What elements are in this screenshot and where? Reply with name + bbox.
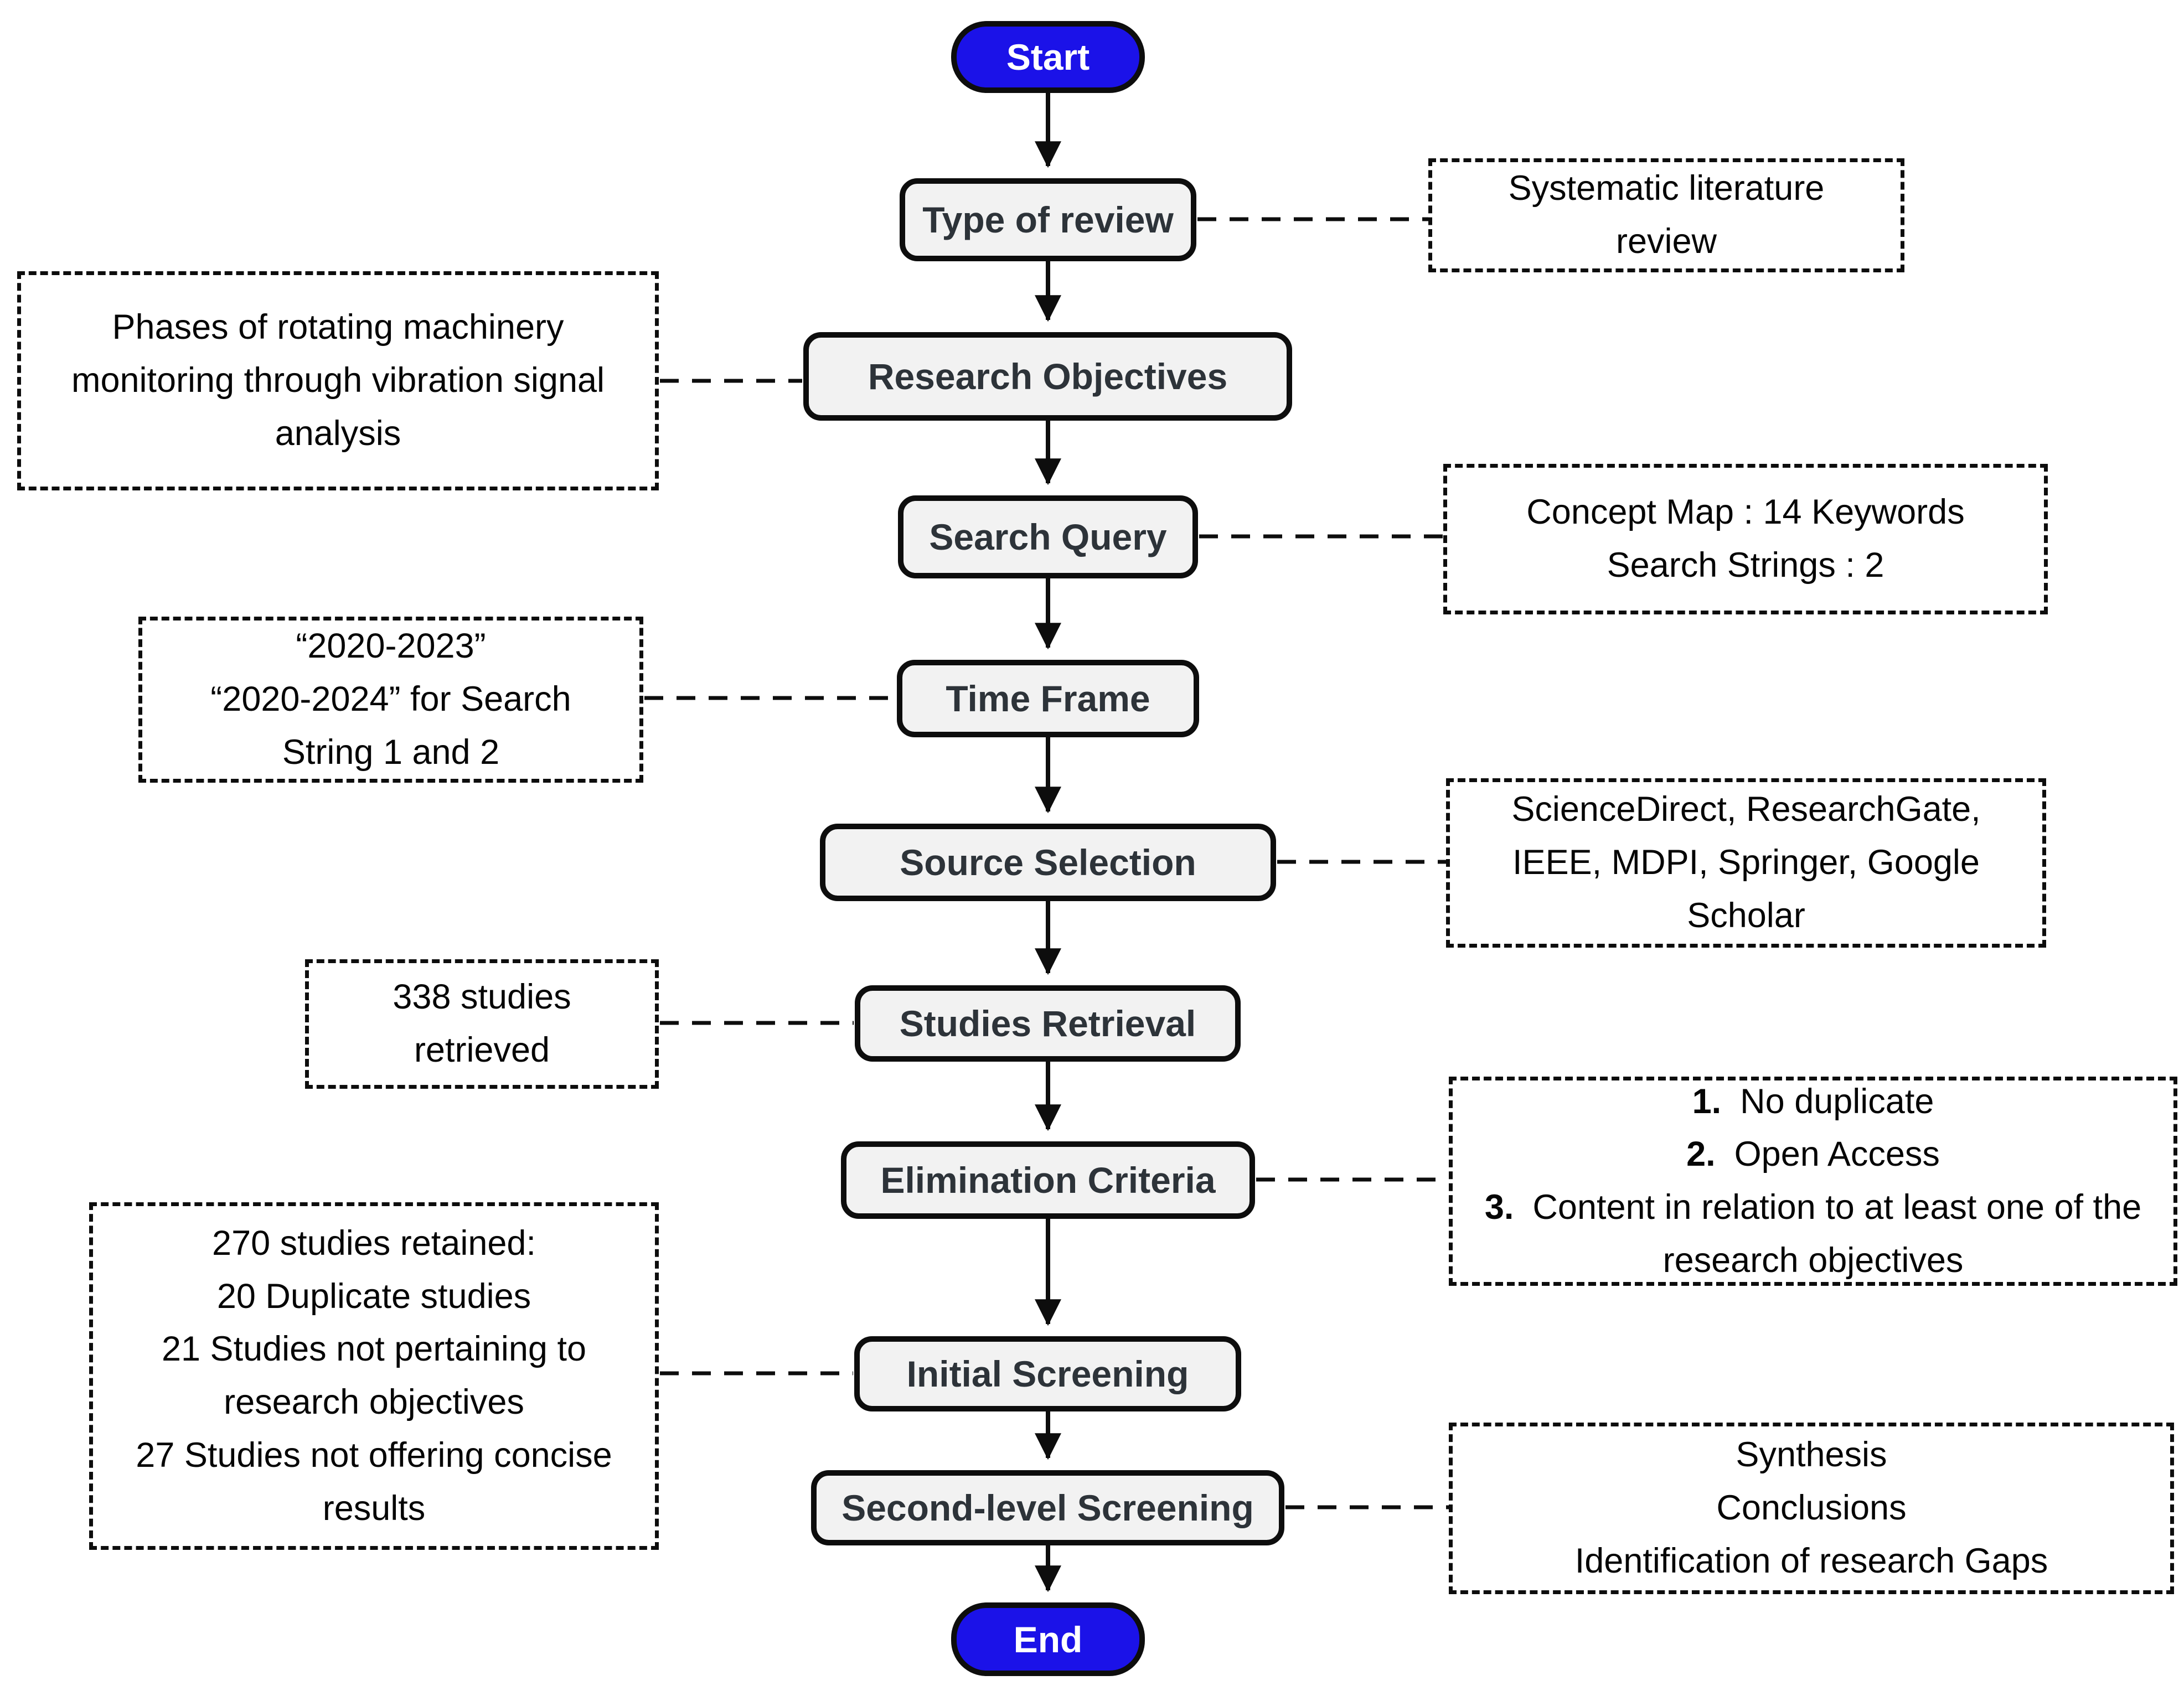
node-second-level-screening: Second-level Screening <box>811 1470 1284 1545</box>
note-list-item: 1. No duplicate <box>1692 1075 1934 1129</box>
note-elimination-criteria: 1. No duplicate 2. Open Access 3. Content i… <box>1449 1077 2177 1286</box>
list-number: 1. <box>1692 1082 1722 1121</box>
node-search-query: Search Query <box>898 495 1198 578</box>
list-text: No duplicate <box>1740 1082 1934 1121</box>
node-studies-retrieval: Studies Retrieval <box>855 985 1241 1062</box>
node-source-selection: Source Selection <box>820 824 1276 901</box>
note-synthesis: Synthesis Conclusions Identification of … <box>1449 1423 2174 1594</box>
note-text: 338 studies retrieved <box>393 978 571 1069</box>
note-studies-retrieved: 338 studies retrieved <box>305 959 659 1089</box>
note-initial-screening: 270 studies retained: 20 Duplicate studi… <box>89 1202 659 1550</box>
node-end: End <box>951 1602 1145 1676</box>
list-number: 3. <box>1484 1188 1514 1227</box>
node-research-objectives: Research Objectives <box>803 332 1292 421</box>
note-list-item: 3. Content in relation to at least one of… <box>1474 1181 2152 1287</box>
list-text: Content in relation to at least one of t… <box>1532 1188 2142 1280</box>
note-text: Synthesis <box>1736 1435 1887 1475</box>
note-text: Concept Map : 14 Keywords <box>1526 493 1965 532</box>
note-text: 21 Studies not pertaining to research ob… <box>161 1330 587 1421</box>
note-text: 20 Duplicate studies <box>216 1276 531 1316</box>
note-text: Conclusions <box>1716 1488 1907 1528</box>
list-number: 2. <box>1686 1135 1716 1174</box>
note-text: 270 studies retained: <box>212 1223 536 1263</box>
node-elimination-criteria: Elimination Criteria <box>841 1141 1255 1219</box>
node-type-of-review: Type of review <box>900 178 1196 261</box>
note-phases: Phases of rotating machinery monitoring … <box>17 271 659 490</box>
note-text: Phases of rotating machinery monitoring … <box>71 308 605 453</box>
note-text: Search Strings : 2 <box>1607 546 1884 585</box>
annotation-connectors <box>644 217 1449 1509</box>
note-text: Systematic literature review <box>1508 169 1825 261</box>
note-text: “2020-2023” <box>296 627 486 666</box>
note-time-frame: “2020-2023” “2020-2024” for Search Strin… <box>138 617 643 783</box>
note-concept-map: Concept Map : 14 Keywords Search Strings… <box>1443 464 2048 614</box>
list-text: Open Access <box>1734 1135 1940 1174</box>
note-text: ScienceDirect, ResearchGate, IEEE, MDPI,… <box>1511 790 1981 935</box>
note-systematic-review: Systematic literature review <box>1428 158 1904 272</box>
note-list-item: 2. Open Access <box>1686 1128 1940 1181</box>
note-text: 27 Studies not offering concise results <box>136 1435 612 1528</box>
note-text: “2020-2024” for Search String 1 and 2 <box>210 680 571 772</box>
node-start: Start <box>951 21 1145 93</box>
node-initial-screening: Initial Screening <box>854 1336 1241 1411</box>
node-time-frame: Time Frame <box>897 660 1199 737</box>
note-sources: ScienceDirect, ResearchGate, IEEE, MDPI,… <box>1446 778 2046 948</box>
note-text: Identification of research Gaps <box>1574 1541 2048 1580</box>
